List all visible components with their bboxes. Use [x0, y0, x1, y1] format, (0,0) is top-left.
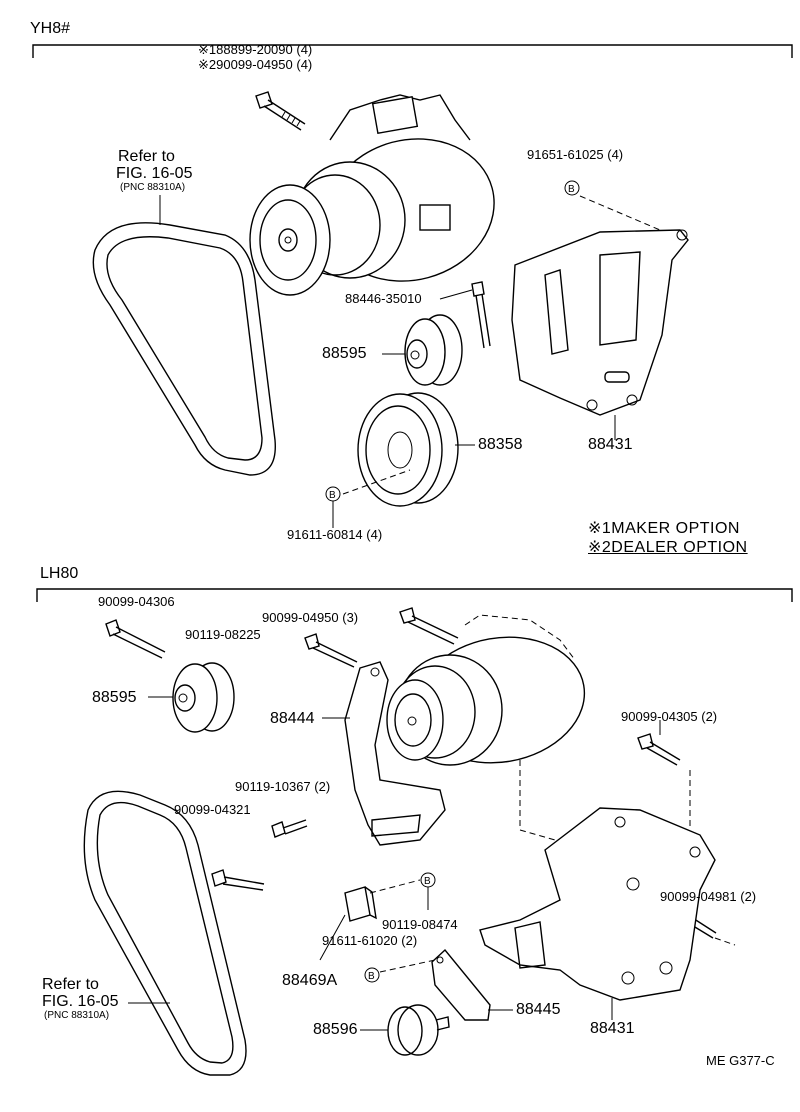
refer-pnc-label: (PNC 88310A): [44, 1010, 110, 1021]
svg-text:B: B: [424, 876, 431, 887]
part-label: 88431: [588, 436, 633, 453]
bolt-icon: [304, 633, 358, 668]
part-label: 88469A: [282, 972, 338, 989]
section-title-bottom: LH80: [40, 565, 79, 582]
legend-maker-option: ※1MAKER OPTION: [588, 520, 740, 537]
refer-fig-label: FIG. 16-05: [42, 993, 119, 1010]
part-label: 88444: [270, 710, 315, 727]
legend-dealer-option: ※2DEALER OPTION: [588, 539, 748, 556]
pulley-icon: [387, 1004, 450, 1056]
refer-pnc-label: (PNC 88310A): [120, 182, 186, 193]
svg-text:B: B: [568, 184, 575, 195]
part-label: 90099-04950 (3): [262, 610, 359, 625]
part-label: 91611-61020 (2): [322, 933, 418, 948]
v-belt-icon: [92, 222, 276, 476]
leader-line: [369, 879, 421, 894]
bolt-icon: [271, 819, 308, 838]
bolt-icon: [471, 281, 491, 349]
svg-text:B: B: [329, 490, 336, 501]
section-title-top: YH8#: [30, 20, 71, 37]
b-circle-icon: B: [325, 486, 341, 502]
figure-code: ME G377-C: [706, 1053, 775, 1068]
bracket-icon: [511, 229, 689, 416]
bracket-icon: [344, 661, 446, 846]
leader-line: [379, 959, 436, 973]
v-belt-icon: [83, 790, 247, 1076]
bracket-icon: [431, 948, 491, 1021]
refer-label: Refer to: [42, 976, 99, 993]
bolt-icon: [399, 607, 459, 645]
part-label: 90099-04305 (2): [621, 709, 718, 724]
bracket-icon: [344, 886, 377, 922]
bolt-icon: [211, 869, 265, 891]
section-frame-top: [32, 44, 793, 58]
part-label: ※290099-04950 (4): [198, 57, 313, 72]
bolt-icon: [637, 733, 681, 766]
svg-text:B: B: [368, 971, 375, 982]
pulley-icon: [404, 314, 463, 386]
b-circle-icon: B: [420, 872, 436, 888]
part-label: 91651-61025 (4): [527, 147, 624, 162]
ac-compressor-icon: [249, 94, 495, 296]
leader-line: [439, 289, 473, 300]
leader-line: [579, 195, 661, 231]
refer-fig-label: FIG. 16-05: [116, 165, 193, 182]
part-label: 88595: [92, 689, 137, 706]
part-label: ※188899-20090 (4): [198, 42, 313, 57]
bracket-icon: [479, 807, 716, 1001]
part-label: 88446-35010: [345, 291, 422, 306]
b-circle-icon: B: [564, 180, 580, 196]
leader-line: [342, 469, 411, 495]
part-label: 88596: [313, 1021, 358, 1038]
leader-line: [519, 760, 556, 841]
part-label: 90099-04306: [98, 594, 175, 609]
leader-line: [714, 937, 736, 946]
part-label: 91611-60814 (4): [287, 527, 383, 542]
ac-compressor-icon: [386, 614, 586, 766]
section-frame-bottom: [36, 588, 793, 602]
bolt-icon: [255, 91, 306, 131]
bolt-icon: [105, 619, 166, 659]
part-label: 88595: [322, 345, 367, 362]
part-label: 90099-04981 (2): [660, 889, 757, 904]
pulley-icon: [357, 392, 459, 507]
part-label: 88431: [590, 1020, 635, 1037]
leader-line: [319, 914, 346, 961]
part-label: 90099-04321: [174, 802, 251, 817]
part-label: 88358: [478, 436, 523, 453]
refer-label: Refer to: [118, 148, 175, 165]
pulley-icon: [172, 662, 235, 733]
part-label: 90119-10367 (2): [235, 779, 331, 794]
part-label: 90119-08474: [382, 917, 458, 932]
part-label: 90119-08225: [185, 627, 261, 642]
part-label: 88445: [516, 1001, 561, 1018]
b-circle-icon: B: [364, 967, 380, 983]
